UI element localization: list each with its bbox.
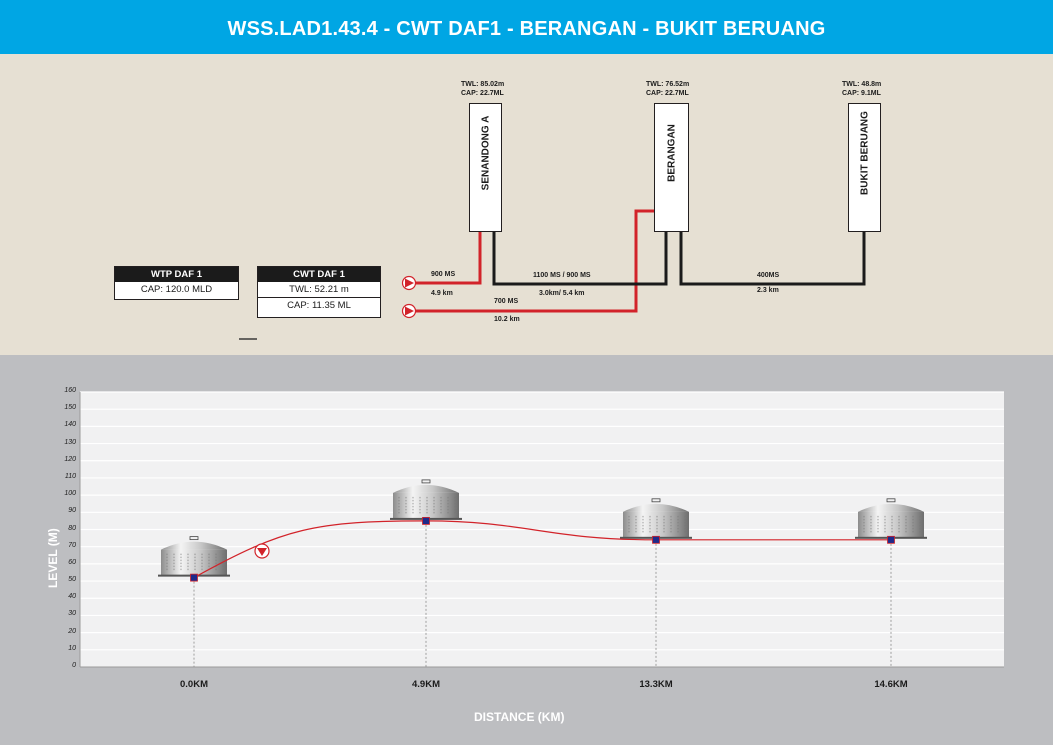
tank-berangan: BERANGAN [654,103,689,232]
x-tick-label: 13.3KM [639,679,673,690]
page-title: WSS.LAD1.43.4 - CWT DAF1 - BERANGAN - BU… [0,0,1053,54]
y-tick-label: 50 [68,576,76,584]
tank-capacity: CAP: 9.1ML [842,90,881,97]
wtp-capacity: CAP: 120.0 MLD [140,284,213,295]
y-axis-title: LEVEL (M) [46,528,60,588]
pipe-size: 400MS [757,272,780,279]
tank-roof [623,503,689,512]
chart-panel: 0 10 20 30 40 50 60 70 80 90 100 110 120 130 140 150 160… [0,355,1053,745]
pipe-400ms [679,232,866,286]
y-tick-label: 70 [68,541,76,549]
y-tick-label: 20 [68,627,76,635]
cwt-capacity: CAP: 11.35 ML [258,297,380,312]
tank-body [393,492,459,519]
cwt-header: CWT DAF 1 [258,267,380,282]
tank-vent [886,498,896,503]
wtp-box: WTP DAF 1 CAP: 120.0 MLD [114,266,239,300]
tank-roof [858,503,924,512]
cwt-twl: TWL: 52.21 m [289,284,349,295]
data-point [652,535,660,544]
x-tick-label: 0.0KM [180,679,208,690]
pipe-size: 700 MS [494,298,519,305]
data-point [887,535,895,544]
pipe-length: 3.0km/ 5.4 km [539,290,585,297]
pipe-size: 1100 MS / 900 MS [533,272,591,279]
tank-vent [421,479,431,484]
y-tick-label: 120 [64,455,76,463]
tank-name: BERANGAN [666,124,678,182]
x-tick-label: 14.6KM [874,679,908,690]
tank-twl: TWL: 85.02m [461,81,505,88]
tank-body [161,549,227,576]
y-tick-label: 150 [64,404,76,412]
grid [79,391,1004,668]
y-tick-label: 80 [68,524,76,532]
cwt-box: CWT DAF 1 TWL: 52.21 m CAP: 11.35 ML [257,266,381,318]
pump-icon [254,543,270,559]
markers [190,517,895,582]
tank-vent [651,498,661,503]
pump-icon [401,275,417,291]
pipe-length: 10.2 km [494,316,520,323]
x-axis-title: DISTANCE (KM) [474,710,565,724]
y-tick-label: 0 [72,662,76,669]
tank-name: SENANDONG A [480,115,492,191]
tank-vent [189,536,199,541]
x-tick-label: 4.9KM [412,679,440,690]
wtp-header: WTP DAF 1 [115,267,238,282]
drop-lines [193,520,892,667]
level-chart [79,391,1004,668]
tank-body [623,511,689,538]
tank-name: BUKIT BERUANG [859,111,871,195]
pipe-length: 2.3 km [757,287,779,294]
schematic-panel: WTP DAF 1 CAP: 120.0 MLD CWT DAF 1 TWL: … [0,54,1053,355]
tank-capacity: CAP: 22.7ML [646,90,689,97]
pump-triangle [257,548,267,556]
pipe-1100ms [492,232,668,286]
tank-icon [158,536,230,577]
tank-body [858,511,924,538]
pipe-length: 4.9 km [431,290,453,297]
tank-bukit-beruang: BUKIT BERUANG [848,103,881,232]
tank-twl: TWL: 48.8m [842,81,882,88]
y-tick-label: 10 [68,644,76,652]
y-tick-label: 100 [64,490,76,498]
y-tick-label: 90 [68,507,76,515]
y-tick-label: 130 [64,438,76,446]
pipe-900ms [410,232,482,285]
tank-roof [393,484,459,493]
y-tick-label: 60 [68,558,76,566]
tank-senandong-a: SENANDONG A [469,103,502,232]
tank-capacity: CAP: 22.7ML [461,90,504,97]
pump-icon [401,303,417,319]
y-tick-label: 110 [64,472,76,480]
y-tick-label: 40 [68,593,76,601]
data-point [190,573,198,582]
pipe-network [239,209,866,340]
y-tick-label: 30 [68,610,76,618]
data-point [422,517,430,525]
y-tick-label: 140 [64,421,76,429]
y-tick-label: 160 [64,387,76,394]
tank-roof [161,541,227,550]
pipe-size: 900 MS [431,271,456,278]
tank-twl: TWL: 76.52m [646,81,690,88]
